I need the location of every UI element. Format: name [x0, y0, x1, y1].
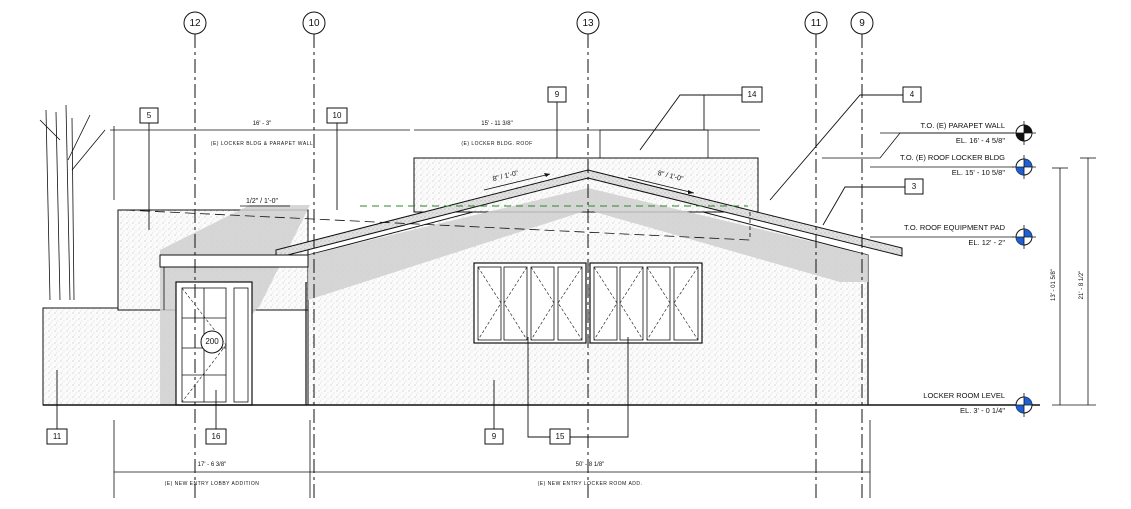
level-marker-fill	[1024, 229, 1032, 237]
level-marker-crosshair	[1012, 121, 1036, 145]
level-markers: T.O. (E) PARAPET WALL EL. 16' - 4 5/8" T.O…	[822, 121, 1036, 417]
level-marker-fill	[1024, 125, 1032, 133]
grid-bubble	[302, 11, 326, 35]
roof-equipment	[599, 129, 709, 159]
svg-text:50' - 8 1/8": 50' - 8 1/8"	[576, 462, 605, 468]
keynote-15: 15	[527, 337, 629, 445]
level-2: T.O. ROOF EQUIPMENT PAD EL. 12' - 2"	[870, 223, 1036, 249]
secondary-height-dim: 13' - 01 5/8"	[1051, 269, 1057, 301]
level-marker-crosshair	[1012, 225, 1036, 249]
level-elevation: EL. 3' - 0 1/4"	[960, 406, 1005, 415]
grid-bubble-label: 10	[308, 18, 320, 29]
svg-text:(E) LOCKER BLDG. ROOF: (E) LOCKER BLDG. ROOF	[461, 141, 532, 147]
door-200: 200	[175, 281, 253, 406]
svg-text:(E) LOCKER BLDG & PARAPET WALL: (E) LOCKER BLDG & PARAPET WALL	[211, 141, 313, 147]
level-elevation: EL. 15' - 10 5/8"	[952, 168, 1006, 177]
door-tag	[200, 330, 224, 354]
keynote-4-label: 4	[910, 90, 915, 99]
level-marker-crosshair	[1012, 393, 1036, 417]
keynote-11-label: 11	[53, 432, 62, 441]
level-marker-fill	[1016, 405, 1024, 413]
level-name: T.O. ROOF EQUIPMENT PAD	[904, 223, 1006, 232]
grid-bubble	[850, 11, 874, 35]
level-name: LOCKER ROOM LEVEL	[923, 391, 1005, 400]
svg-text:17' - 6 3/8": 17' - 6 3/8"	[198, 462, 227, 468]
keynote-16-label: 16	[212, 432, 221, 441]
grid-bubble-label: 11	[811, 18, 822, 29]
keynote-10-label: 10	[333, 111, 342, 120]
level-marker-fill	[1024, 397, 1032, 405]
height-dimensions: 13' - 01 5/8" 21' - 8 1/2"	[1051, 157, 1096, 406]
keynote-15-label: 15	[556, 432, 565, 441]
level-marker-fill	[1016, 133, 1024, 141]
keynote-9-top: 9	[547, 86, 567, 158]
grid-bubble-label: 9	[859, 18, 865, 29]
level-marker-fill	[1016, 167, 1024, 175]
keynote-10: 10	[326, 107, 348, 210]
keynote-4: 4	[769, 86, 922, 201]
keynote-14: 14	[639, 86, 763, 151]
level-marker-fill	[1016, 237, 1024, 245]
svg-text:(E) NEW ENTRY LOCKER ROOM ADD.: (E) NEW ENTRY LOCKER ROOM ADD.	[538, 481, 643, 487]
svg-text:15' - 11 3/8": 15' - 11 3/8"	[481, 121, 513, 127]
porch-canopy	[159, 254, 309, 268]
parapet-slope-arrow: 1/2" / 1'-0"	[124, 198, 751, 241]
keynote-3: 3	[822, 178, 924, 226]
keynote-14-label: 14	[748, 90, 757, 99]
level-elevation: EL. 12' - 2"	[968, 238, 1005, 247]
window-group-left	[473, 262, 587, 344]
roof-shadow	[308, 188, 868, 300]
svg-text:16' - 3": 16' - 3"	[253, 121, 272, 127]
keynote-5-label: 5	[147, 111, 152, 120]
bottom-dimensions: 17' - 6 3/8" 50' - 8 1/8" (E) NEW ENTRY …	[113, 420, 871, 498]
keynote-3-label: 3	[912, 182, 917, 191]
grid-line-11: 11	[804, 11, 828, 498]
keynote-9-bottom-label: 9	[492, 432, 497, 441]
grid-bubble	[183, 11, 207, 35]
keynote-5: 5	[139, 107, 159, 230]
grid-line-10: 10	[302, 11, 326, 498]
door-tag-number: 200	[205, 337, 219, 346]
keynote-9-bottom: 9	[484, 380, 504, 445]
top-dimensions: 16' - 3" 15' - 11 3/8" (E) LOCKER BLDG &…	[110, 121, 760, 200]
level-name: T.O. (E) PARAPET WALL	[921, 121, 1005, 130]
level-3: LOCKER ROOM LEVEL EL. 3' - 0 1/4"	[870, 391, 1036, 417]
overall-height-dim: 21' - 8 1/2"	[1079, 271, 1085, 300]
grid-line-9: 9	[850, 11, 874, 498]
level-1: T.O. (E) ROOF LOCKER BLDG EL. 15' - 10 5/…	[870, 153, 1036, 179]
window-group-right	[589, 262, 703, 344]
keynote-tags: 14 4 9 5 10 3 11	[46, 86, 924, 445]
parapet-slope-label: 1/2" / 1'-0"	[246, 198, 279, 205]
keynote-9-top-label: 9	[555, 90, 560, 99]
grid-line-12: 12	[183, 11, 207, 498]
grid-bubble-label: 13	[582, 18, 594, 29]
keynote-16: 16	[205, 390, 227, 445]
grid-bubble-label: 12	[189, 18, 201, 29]
keynote-11: 11	[46, 370, 68, 445]
level-name: T.O. (E) ROOF LOCKER BLDG	[900, 153, 1005, 162]
grid-line-13: 13	[576, 11, 600, 498]
grid-bubble	[576, 11, 600, 35]
grid-bubble	[804, 11, 828, 35]
left-site-wall	[42, 307, 179, 406]
level-elevation: EL. 16' - 4 5/8"	[956, 136, 1005, 145]
svg-text:(E) NEW ENTRY LOBBY ADDITION: (E) NEW ENTRY LOBBY ADDITION	[165, 481, 260, 487]
parapet-level-leader	[822, 132, 1014, 159]
level-marker-crosshair	[1012, 155, 1036, 179]
tree-sketch	[39, 104, 106, 301]
grid-lines: 12 10 13 11 9	[183, 11, 874, 498]
level-marker-fill	[1024, 159, 1032, 167]
